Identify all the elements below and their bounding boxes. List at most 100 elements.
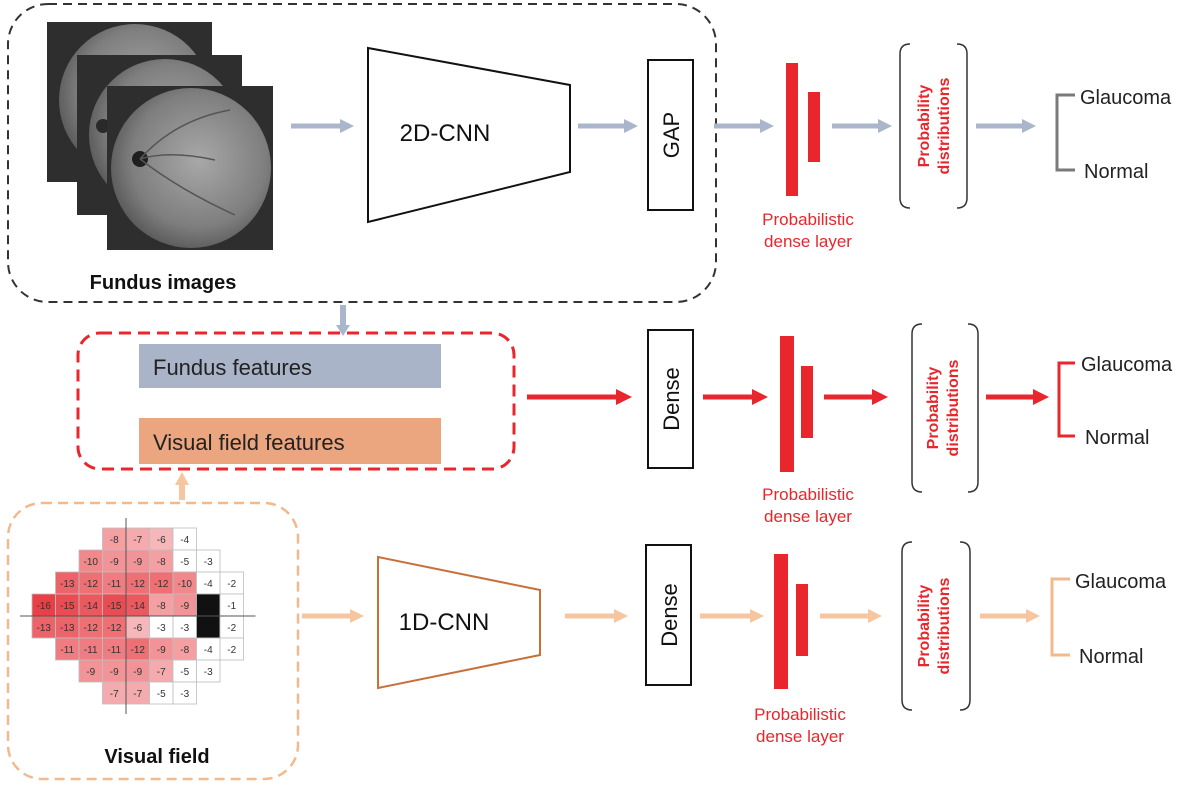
fundus-images-label: Fundus images bbox=[90, 272, 237, 294]
vf-cell-value: -2 bbox=[227, 645, 236, 656]
class-glaucoma: Glaucoma bbox=[1081, 354, 1173, 376]
probabilistic-dense-layer-bar-small bbox=[796, 584, 808, 656]
arrow-head bbox=[350, 609, 364, 623]
vf-cell-value: -11 bbox=[107, 645, 121, 656]
vf-cell-value: -9 bbox=[110, 557, 119, 568]
probability-bracket-box bbox=[911, 323, 979, 493]
vf-cell-value: -9 bbox=[86, 667, 95, 678]
probabilistic-dense-layer-label: Probabilistic bbox=[762, 210, 854, 229]
dense-block bbox=[645, 544, 692, 686]
arrow-head bbox=[624, 119, 638, 133]
vf-cell-value: -4 bbox=[204, 645, 213, 656]
vf-cell-value: -13 bbox=[60, 579, 75, 590]
vf-cell-value: -3 bbox=[180, 623, 189, 634]
vf-cell-value: -15 bbox=[60, 601, 75, 612]
arrow-head bbox=[616, 389, 632, 405]
probabilistic-dense-layer-label: dense layer bbox=[764, 507, 852, 526]
vf-cell-value: -12 bbox=[84, 623, 99, 634]
class-glaucoma: Glaucoma bbox=[1080, 87, 1172, 109]
vf-cell-value: -7 bbox=[110, 689, 119, 700]
visual-field-features-label: Visual field features bbox=[153, 430, 345, 455]
output-bracket bbox=[1057, 361, 1075, 438]
fundus-image bbox=[111, 88, 271, 248]
fundus-image-stack bbox=[47, 22, 273, 250]
vf-cell-value: -2 bbox=[227, 579, 236, 590]
vf-cell-value: -4 bbox=[204, 579, 213, 590]
top-branch: Fundus images 2D-CNN GAP Probabilistic d… bbox=[7, 3, 1172, 303]
vf-cell-value: -11 bbox=[84, 645, 98, 656]
vf-cell bbox=[172, 681, 197, 705]
vf-cell-value: -8 bbox=[180, 645, 189, 656]
vf-cell-value: -14 bbox=[84, 601, 99, 612]
1d-cnn-label: 1D-CNN bbox=[399, 609, 490, 636]
probability-distributions-label: distributions bbox=[945, 359, 962, 456]
vf-cell-value: -10 bbox=[84, 557, 99, 568]
probabilistic-dense-layer-label: dense layer bbox=[764, 232, 852, 251]
vf-cell-value: -8 bbox=[110, 535, 119, 546]
vf-cell-value: -12 bbox=[131, 579, 146, 590]
vf-cell-value: -8 bbox=[157, 557, 166, 568]
vf-cell-value: -3 bbox=[204, 667, 213, 678]
dense-label: Dense bbox=[659, 367, 684, 431]
arrow-head bbox=[1026, 609, 1040, 623]
vf-cell-value: -3 bbox=[157, 623, 166, 634]
2d-cnn-block bbox=[367, 46, 571, 224]
probabilistic-dense-layer-label: dense layer bbox=[756, 727, 844, 746]
output-bracket bbox=[1050, 577, 1070, 657]
vf-cell-value: -6 bbox=[157, 535, 166, 546]
vf-cell-value: -9 bbox=[133, 557, 142, 568]
probabilistic-dense-layer-bar-small bbox=[808, 92, 820, 162]
probabilistic-dense-layer-bar-small bbox=[801, 366, 813, 438]
vf-cell-value: -4 bbox=[180, 535, 189, 546]
vf-cell-value: -6 bbox=[133, 623, 142, 634]
vf-cell-value: -12 bbox=[84, 579, 99, 590]
probability-bracket-box bbox=[901, 541, 971, 711]
arrow-head bbox=[336, 325, 350, 336]
vf-cell-value: -14 bbox=[131, 601, 146, 612]
arrow-head bbox=[1022, 119, 1036, 133]
fused-features-box bbox=[76, 331, 516, 471]
output-bracket bbox=[1055, 93, 1075, 172]
class-glaucoma: Glaucoma bbox=[1075, 571, 1167, 593]
vf-cell-value: -12 bbox=[107, 623, 122, 634]
vf-cell-value: -5 bbox=[157, 689, 166, 700]
arrow-head bbox=[878, 119, 892, 133]
probabilistic-dense-layer-bar-large bbox=[780, 336, 794, 472]
vf-cell-value: -16 bbox=[37, 601, 52, 612]
gap-label: GAP bbox=[659, 112, 684, 158]
probability-distributions-label: Probability bbox=[916, 85, 933, 168]
fundus-features-label: Fundus features bbox=[153, 355, 312, 380]
vf-cell-value: -1 bbox=[227, 601, 236, 612]
blind-spot-cell bbox=[196, 615, 221, 639]
vf-cell bbox=[196, 659, 221, 683]
arrow-head bbox=[340, 119, 354, 133]
vf-cell-value: -7 bbox=[133, 535, 142, 546]
probabilistic-dense-layer-label: Probabilistic bbox=[754, 705, 846, 724]
vf-cell-value: -9 bbox=[157, 645, 166, 656]
arrow-head bbox=[752, 389, 768, 405]
vf-cell-value: -3 bbox=[204, 557, 213, 568]
vf-cell-value: -2 bbox=[227, 623, 236, 634]
vf-cell-value: -7 bbox=[157, 667, 166, 678]
arrow-head bbox=[614, 609, 628, 623]
vf-cell bbox=[219, 637, 244, 661]
bottom-branch: -8-7-6-4-10-9-9-8-5-3-13-12-11-12-12-10-… bbox=[6, 501, 1167, 781]
class-normal: Normal bbox=[1079, 646, 1143, 668]
dense-label: Dense bbox=[657, 583, 682, 647]
arrow-head bbox=[760, 119, 774, 133]
class-normal: Normal bbox=[1084, 161, 1148, 183]
probability-distributions-label: Probability bbox=[925, 367, 942, 450]
vf-cell-value: -9 bbox=[110, 667, 119, 678]
probabilistic-dense-layer-bar-large bbox=[786, 63, 798, 196]
vf-cell-value: -12 bbox=[154, 579, 169, 590]
arrow-head bbox=[175, 472, 189, 485]
class-normal: Normal bbox=[1085, 427, 1149, 449]
vf-cell-value: -8 bbox=[157, 601, 166, 612]
gap-block bbox=[647, 59, 694, 211]
vf-cell-value: -3 bbox=[180, 689, 189, 700]
vf-cell-value: -5 bbox=[180, 667, 189, 678]
vf-cell-value: -7 bbox=[133, 689, 142, 700]
probabilistic-dense-layer-label: Probabilistic bbox=[762, 485, 854, 504]
probability-distributions-label: distributions bbox=[936, 577, 953, 674]
